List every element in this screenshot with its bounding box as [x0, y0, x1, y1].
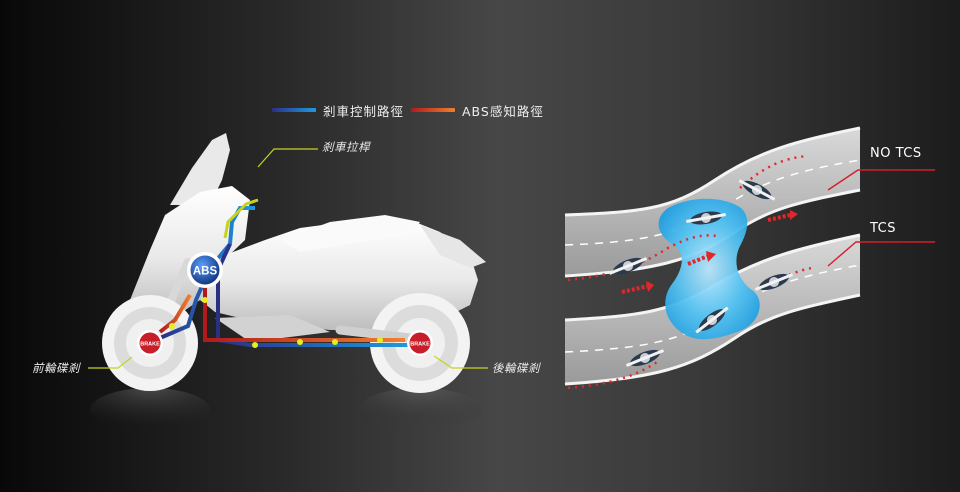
legend-label-abs-sensing: ABS感知路徑 [462, 103, 544, 119]
rider-1 [738, 179, 776, 201]
legend-swatch-red [411, 108, 455, 112]
abs-sensing-path-rear [203, 285, 405, 342]
front-fairing [130, 186, 250, 318]
rear-disc-label: 後輪碟剎 [492, 361, 540, 375]
brake-lever-label: 剎車拉桿 [322, 140, 370, 154]
swingarm [335, 325, 415, 343]
front-brake-badge: BRAKE [137, 330, 163, 356]
callout-lines [88, 148, 488, 369]
rear-wheel-reflection [358, 388, 482, 432]
tcs-road-illustration [564, 126, 935, 390]
abs-module-badge: ABS [187, 252, 223, 288]
rider-6 [625, 349, 665, 367]
rear-brake-badge: BRAKE [407, 330, 433, 356]
no-tcs-label: NO TCS [870, 146, 922, 161]
rider-2 [686, 211, 726, 225]
tcs-trajectory-lower [567, 358, 661, 390]
rear-disc-leader [433, 355, 488, 369]
scooter-illustration [90, 133, 486, 432]
tail [420, 225, 486, 268]
footboard [215, 315, 330, 342]
brake-path-lines [158, 198, 410, 348]
brake-lever-loop [223, 198, 259, 239]
front-disc-label: 前輪碟剎 [32, 361, 80, 375]
front-disc-leader [88, 356, 133, 369]
rider-4 [754, 273, 794, 291]
tcs-label: TCS [870, 221, 897, 236]
legend-swatch-blue [272, 108, 316, 112]
legend-brake-control-path: 剎車控制路徑 [272, 101, 404, 119]
front-wheel-reflection [90, 388, 210, 432]
rider-3 [608, 257, 648, 275]
rider-5 [695, 306, 729, 334]
tcs-leader [827, 241, 935, 267]
rear-brake-badge-label: BRAKE [410, 342, 430, 348]
no-tcs-leader [827, 169, 935, 191]
abs-badge-label: ABS [193, 266, 218, 278]
legend-abs-sensing-path: ABS感知路徑 [411, 101, 544, 119]
abs-sensing-path-front [158, 293, 192, 334]
seat [280, 215, 420, 252]
front-brake-badge-label: BRAKE [140, 342, 160, 348]
legend-label-brake-control: 剎車控制路徑 [323, 103, 405, 119]
windscreen [170, 133, 230, 205]
brake-lever-leader [257, 148, 318, 168]
water-puddle [658, 198, 760, 340]
